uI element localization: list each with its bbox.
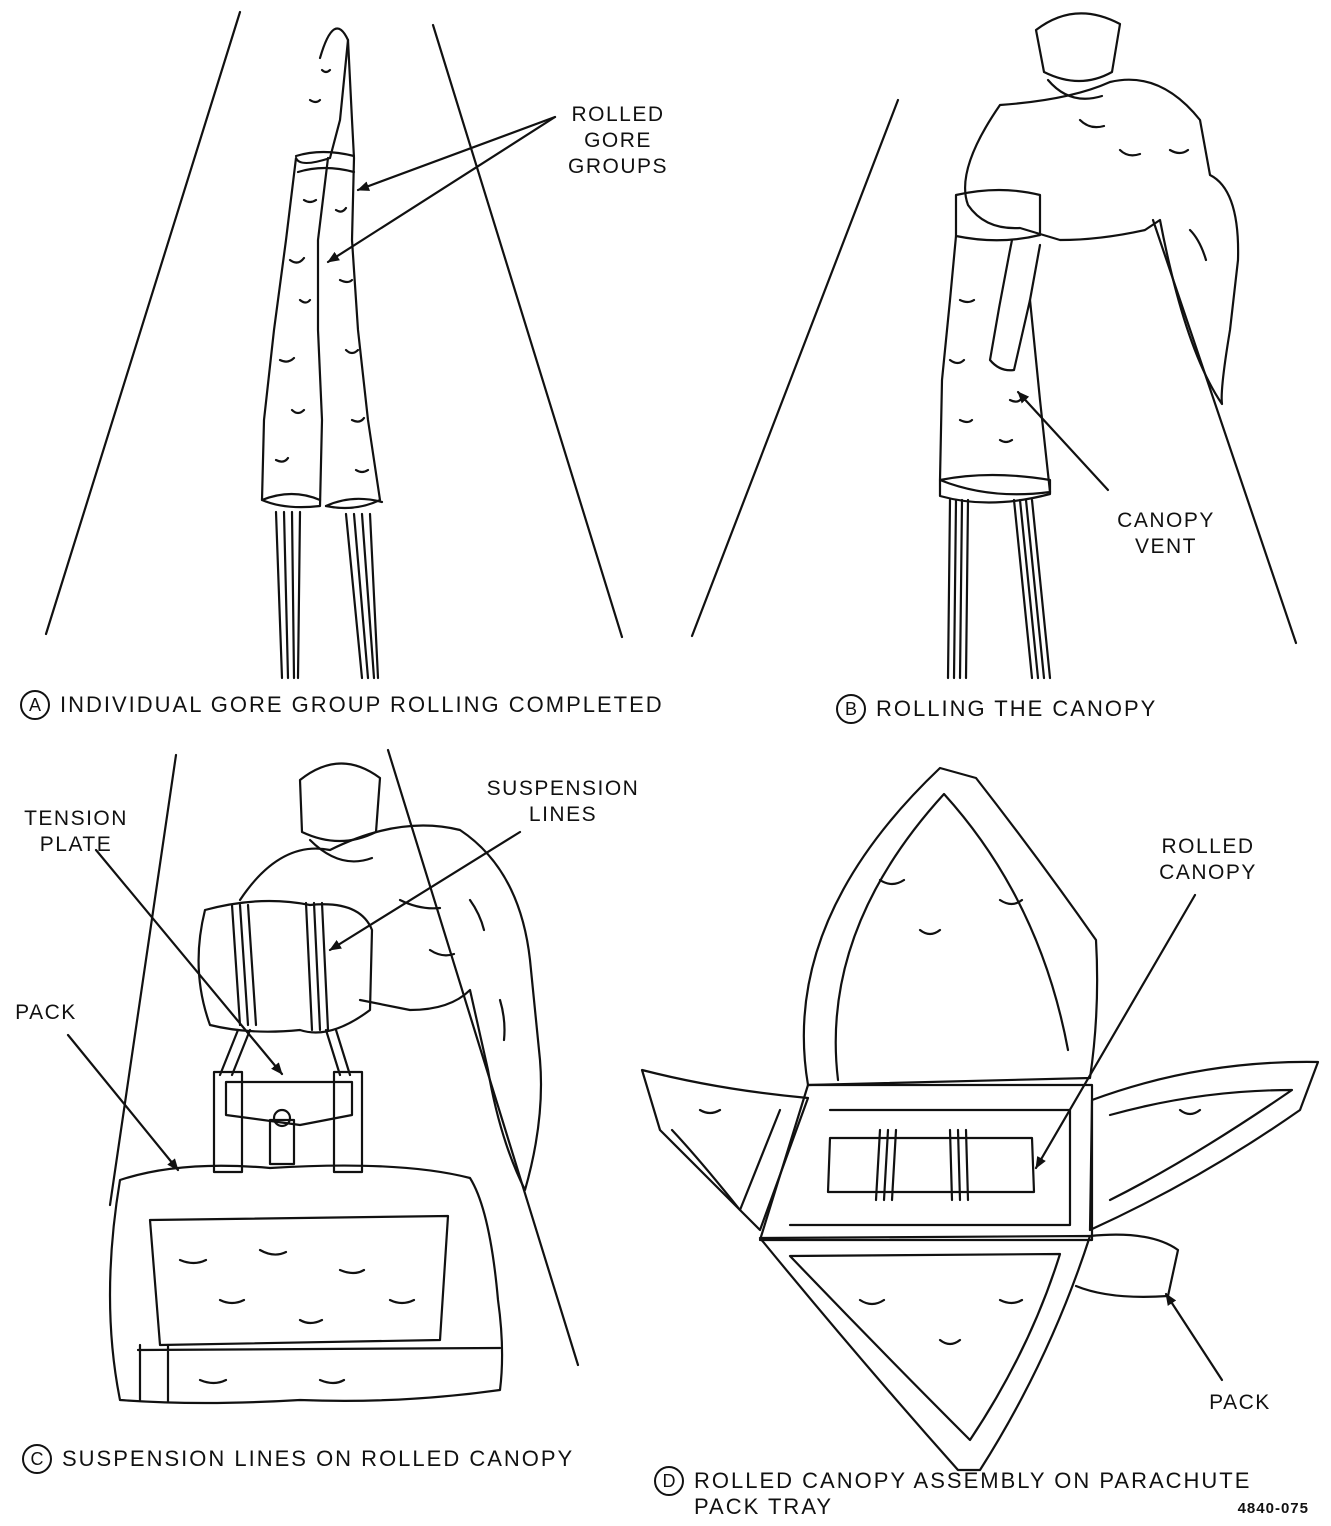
rolled-gore-group-left (262, 28, 348, 507)
panel-a-drawing (46, 12, 622, 678)
suspension-lines-b (948, 500, 1050, 678)
caption-b: B ROLLING THE CANOPY (836, 694, 1157, 724)
rolled-gore-group-right (326, 40, 380, 508)
caption-d: D ROLLED CANOPY ASSEMBLY ON PARACHUTE (654, 1466, 1251, 1496)
suspension-lines-a (276, 512, 378, 678)
label-line: PLATE (6, 832, 146, 858)
label-line: SUSPENSION (468, 776, 658, 802)
label-line: LINES (468, 802, 658, 828)
suspension-line-bands-d (876, 1130, 968, 1200)
figure-number: 4840-075 (1238, 1500, 1309, 1517)
packer-head-c (300, 763, 380, 841)
label-suspension-lines: SUSPENSION LINES (468, 776, 658, 828)
label-line: ROLLED (1138, 834, 1278, 860)
label-line: GROUPS (548, 154, 688, 180)
suspension-line-bands-c (232, 903, 328, 1030)
label-line: TENSION (6, 806, 146, 832)
label-pack-c: PACK (6, 1000, 86, 1026)
caption-d-line2: PACK TRAY (694, 1494, 833, 1520)
label-canopy-vent: CANOPY VENT (1096, 508, 1236, 560)
label-tension-plate: TENSION PLATE (6, 806, 146, 858)
label-line: CANOPY (1138, 860, 1278, 886)
rolled-canopy-b (956, 190, 1040, 240)
label-line: VENT (1096, 534, 1236, 560)
caption-d-text-2: PACK TRAY (694, 1494, 833, 1520)
pack-flap-bottom (760, 1236, 1090, 1470)
caption-a: A INDIVIDUAL GORE GROUP ROLLING COMPLETE… (20, 690, 664, 720)
caption-c: C SUSPENSION LINES ON ROLLED CANOPY (22, 1444, 574, 1474)
packer-head-b (1036, 13, 1120, 81)
label-rolled-gore-groups: ROLLED GORE GROUPS (548, 102, 688, 180)
rolled-canopy-c (199, 901, 372, 1033)
pack-flap-right (1090, 1062, 1318, 1230)
packer-body-b (965, 80, 1238, 404)
caption-d-text: ROLLED CANOPY ASSEMBLY ON PARACHUTE (694, 1468, 1251, 1494)
packer-body-c (240, 826, 541, 1191)
panel-b-drawing (692, 13, 1296, 678)
label-line: GORE (548, 128, 688, 154)
pack-flap-left (642, 1070, 808, 1230)
panel-letter-d: D (654, 1466, 684, 1496)
caption-c-text: SUSPENSION LINES ON ROLLED CANOPY (62, 1446, 574, 1472)
panel-letter-b: B (836, 694, 866, 724)
label-line: PACK (6, 1000, 86, 1026)
label-line: ROLLED (548, 102, 688, 128)
pack-tray-center (760, 1085, 1092, 1240)
label-pack-d: PACK (1200, 1390, 1280, 1416)
label-line: CANOPY (1096, 508, 1236, 534)
label-line: PACK (1200, 1390, 1280, 1416)
caption-a-text: INDIVIDUAL GORE GROUP ROLLING COMPLETED (60, 692, 664, 718)
pack-flap-top (804, 768, 1097, 1085)
panel-letter-a: A (20, 690, 50, 720)
label-rolled-canopy: ROLLED CANOPY (1138, 834, 1278, 886)
panel-letter-c: C (22, 1444, 52, 1474)
caption-b-text: ROLLING THE CANOPY (876, 696, 1157, 722)
rolled-canopy-d (828, 1138, 1034, 1192)
